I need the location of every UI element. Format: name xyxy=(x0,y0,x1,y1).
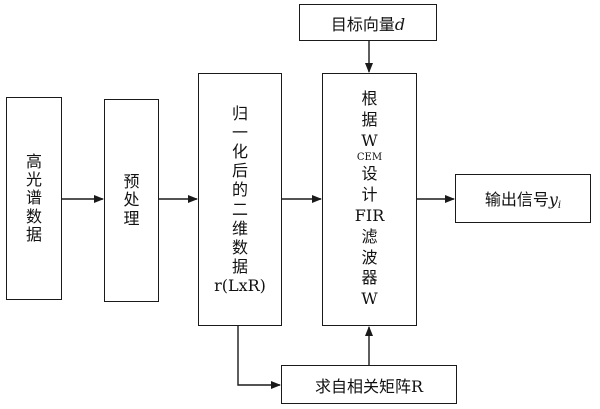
target-vector-box: 目标向量d xyxy=(299,4,437,41)
target-vector-label: 目标向量d xyxy=(330,14,406,34)
correlation-matrix-box: 求自相关矩阵R xyxy=(281,365,457,404)
normalized-data-box: 归 一 化 后 的 二 维 数 据 r(LxR) xyxy=(198,73,282,326)
preprocess-label: 预 处 理 xyxy=(123,171,140,228)
correlation-matrix-label: 求自相关矩阵R xyxy=(314,376,424,396)
hsi-data-box: 高 光 谱 数 据 xyxy=(6,97,62,300)
preprocess-box: 预 处 理 xyxy=(104,99,159,302)
output-signal-label: 输出信号yi xyxy=(484,190,562,211)
hsi-data-label: 高 光 谱 数 据 xyxy=(25,151,42,245)
arrow-normalized-to-correlation xyxy=(237,326,281,389)
output-signal-box: 输出信号yi xyxy=(455,174,591,223)
normalized-data-label: 归 一 化 后 的 二 维 数 据 r(LxR) xyxy=(214,103,266,296)
